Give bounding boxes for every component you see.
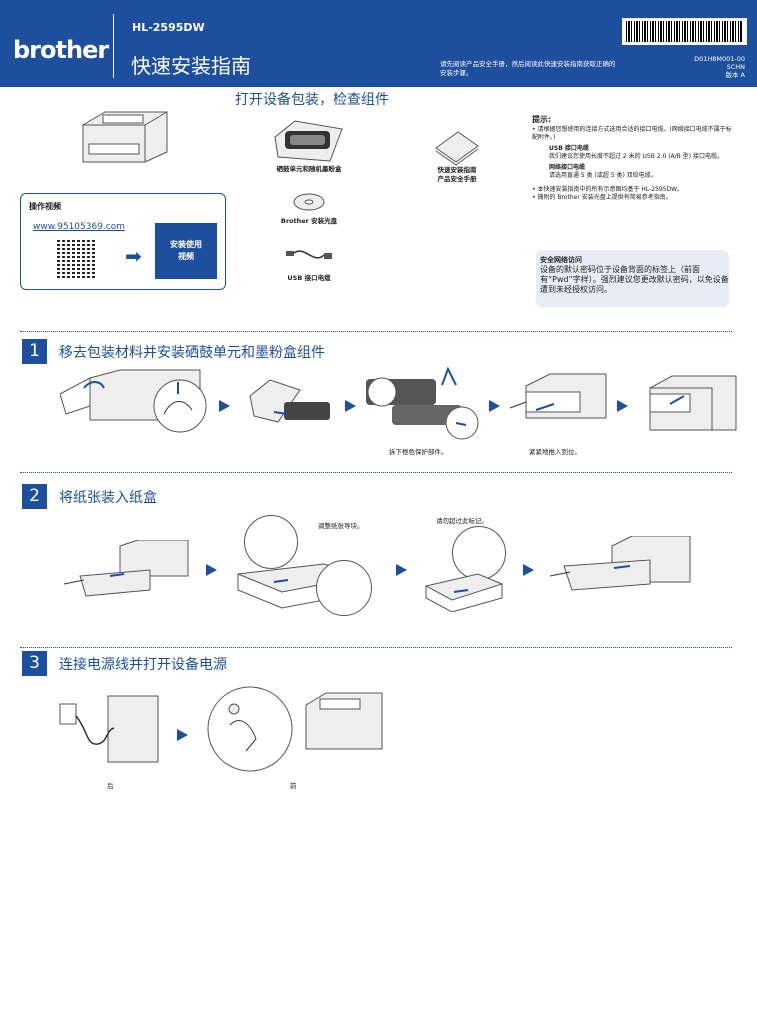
doc-code: D01H8M001-00: [694, 55, 745, 63]
step2-detail-circle: [244, 515, 298, 569]
step2-load-paper-illustration: [424, 573, 504, 612]
step-arrow-icon: [396, 564, 407, 576]
step1-close-cover-illustration: [649, 375, 737, 431]
step-arrow-icon: [206, 564, 217, 576]
step1-unwrap-illustration: [249, 379, 330, 423]
step-number: 2: [22, 484, 47, 509]
step2-detail-circle: [316, 560, 372, 616]
unpack-title: 打开设备包装，检查组件: [235, 92, 389, 108]
net-hint-title: 网络接口电缆: [549, 164, 586, 171]
divider: [20, 647, 732, 648]
step-number: 3: [22, 651, 47, 676]
usb-cable-illustration: [286, 250, 332, 259]
usb-hint-title: USB 接口电缆: [549, 145, 589, 152]
step1-open-cover-illustration: [60, 369, 207, 433]
step-arrow-icon: [523, 564, 534, 576]
doc-version: 版本 A: [725, 71, 745, 79]
step2-insert-tray-illustration: [550, 536, 691, 591]
header-banner: brother HL-2595DW 快速安装指南 请先阅读产品安全手册，然后阅读…: [0, 0, 757, 87]
step-title: 移去包装材料并安装硒鼓单元和墨粉盒组件: [59, 345, 325, 361]
video-box: 操作视频 www.95105369.com ➡ 安装使用 视频: [20, 193, 226, 290]
step3-power-cord-illustration: [59, 695, 159, 763]
net-hint-text: 请选用直通 5 类 (或超 5 类) 双绞电缆。: [549, 172, 657, 179]
video-box-title: 操作视频: [29, 202, 61, 211]
security-text: 设备的默认密码位于设备背面的标签上（前面有“Pwd”字样）。强烈建议您更改默认密…: [540, 265, 729, 294]
page-title: 快速安装指南: [131, 54, 251, 78]
step2-pull-tray-illustration: [64, 540, 189, 597]
guide-illustration: [435, 131, 479, 166]
step3-note-2: 前: [290, 782, 297, 790]
step3-power-on-illustration: [207, 686, 383, 772]
hints-panel: 提示: • 请根据您想使用的连接方式选用合适的接口电缆。(网络接口电缆不属于标配…: [532, 116, 737, 202]
step1-remove-protector-illustration: [366, 366, 479, 440]
security-box: 安全网络访问 设备的默认密码位于设备背面的标签上（前面有“Pwd”字样）。强烈建…: [536, 250, 729, 307]
hint-3: • 随附的 Brother 安装光盘上提供有简易参考指南。: [532, 194, 672, 201]
video-link[interactable]: www.95105369.com: [33, 222, 126, 232]
cd-caption: Brother 安装光盘: [280, 217, 338, 225]
guide-caption: 快速安装指南 产品安全手册: [437, 166, 477, 183]
arrow-right-icon: ➡: [125, 244, 142, 268]
barcode: [622, 18, 747, 45]
step1-note-2: 紧紧地推入到位。: [529, 448, 581, 456]
usb-caption: USB 接口电缆: [287, 274, 331, 282]
hint-1: • 请根据您想使用的连接方式选用合适的接口电缆。(网络接口电缆不属于标配附件。): [532, 126, 732, 141]
divider: [20, 472, 732, 473]
model-name: HL-2595DW: [132, 21, 205, 34]
video-button[interactable]: 安装使用 视频: [155, 223, 217, 279]
printer-illustration: [82, 111, 168, 163]
step2-note-2: 请勿超过此标记。: [436, 517, 488, 525]
drum-caption: 硒鼓单元和随机墨粉盒: [276, 165, 342, 173]
brand-logo: brother: [13, 36, 109, 64]
step-number: 1: [22, 339, 47, 364]
step-title: 将纸张装入纸盒: [59, 490, 157, 506]
doc-lang: SCHN: [726, 63, 745, 71]
usb-hint-text: 我们建议您使用长度不超过 2 米的 USB 2.0 (A/B 型) 接口电缆。: [549, 153, 723, 160]
security-title: 安全网络访问: [540, 256, 582, 264]
divider: [20, 331, 732, 332]
step-arrow-icon: [617, 400, 628, 412]
doc-info: D01H8M001-00 SCHN 版本 A: [694, 55, 745, 79]
cd-illustration: [293, 193, 325, 211]
header-note: 请先阅读产品安全手册，然后阅读此快速安装指南获取正确的安装步骤。: [440, 60, 616, 77]
hints-title: 提示:: [532, 115, 552, 124]
step1-note-1: 拆下橙色保护部件。: [389, 448, 448, 456]
header-divider: [113, 14, 114, 78]
step1-insert-illustration: [509, 373, 607, 419]
drum-toner-illustration: [274, 120, 343, 162]
step-arrow-icon: [489, 400, 500, 412]
hint-2: • 本快速安装指南中的所有示意图均基于 HL-2595DW。: [532, 186, 684, 193]
step-title: 连接电源线并打开设备电源: [59, 657, 227, 673]
step-arrow-icon: [219, 400, 230, 412]
step-arrow-icon: [177, 729, 188, 741]
step2-note-1: 调整纸张导块。: [318, 522, 364, 530]
step-arrow-icon: [345, 400, 356, 412]
step3-note-1: 后: [107, 782, 114, 790]
